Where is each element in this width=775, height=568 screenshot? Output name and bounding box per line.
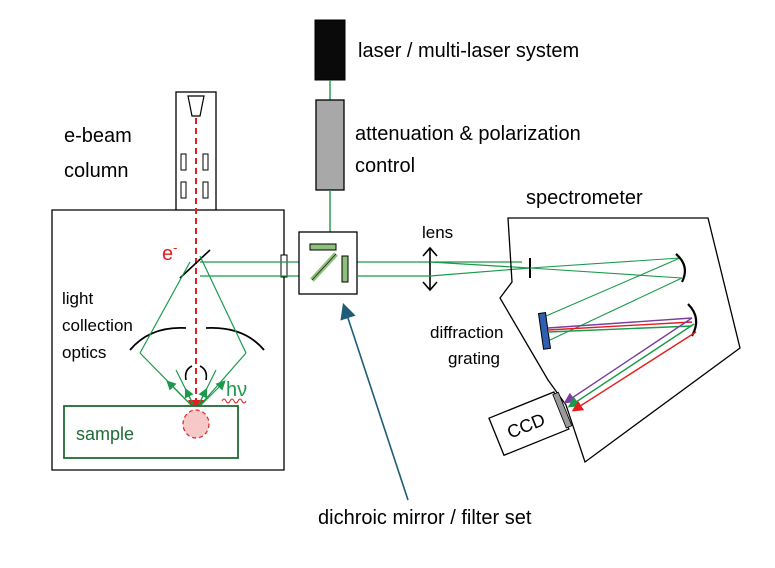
column-aperture-2 bbox=[202, 153, 209, 171]
mirror-hole-left bbox=[184, 365, 193, 381]
parabolic-mirror-left bbox=[129, 326, 187, 351]
lens-arrow-top bbox=[422, 246, 438, 257]
laser-label: laser / multi-laser system bbox=[358, 40, 579, 62]
ebeam-label-line1: e-beam bbox=[64, 125, 132, 147]
collimating-mirror bbox=[675, 253, 687, 283]
filter-horizontal bbox=[309, 243, 337, 251]
dichroic-mirror-edge bbox=[311, 253, 337, 281]
ccd-camera: CCD bbox=[488, 391, 573, 457]
diffraction-label-1: diffraction bbox=[430, 323, 503, 342]
red-ray-to-ccd bbox=[571, 331, 697, 412]
filter-vertical bbox=[341, 255, 349, 283]
lens-label: lens bbox=[422, 223, 453, 242]
interaction-volume bbox=[182, 409, 210, 439]
light-collection-label-3: optics bbox=[62, 343, 106, 362]
column-aperture-1 bbox=[180, 153, 187, 171]
purple-ray-to-ccd bbox=[563, 317, 693, 404]
column-aperture-3 bbox=[180, 181, 187, 199]
dichroic-pointer-arrow bbox=[340, 302, 409, 501]
diffraction-grating bbox=[537, 312, 552, 350]
laser-box bbox=[314, 19, 346, 81]
column-aperture-4 bbox=[202, 181, 209, 199]
dichroic-label: dichroic mirror / filter set bbox=[318, 507, 532, 529]
diffraction-label-2: grating bbox=[448, 349, 500, 368]
parabolic-mirror-right bbox=[205, 326, 265, 351]
attenuator-box bbox=[315, 99, 345, 191]
green-ray-to-ccd bbox=[567, 323, 695, 408]
light-collection-label-2: collection bbox=[62, 316, 133, 335]
spectrometer-label: spectrometer bbox=[526, 187, 643, 209]
dispersed-rays bbox=[547, 317, 693, 333]
photon-squiggle bbox=[221, 398, 247, 404]
spectrometer-housing bbox=[499, 217, 741, 464]
spectrometer-internal-rays bbox=[529, 257, 683, 341]
ebeam-label-line2: column bbox=[64, 160, 128, 182]
chamber-window bbox=[280, 254, 288, 278]
electron-label: e- bbox=[162, 240, 177, 265]
attenuation-label-line2: control bbox=[355, 155, 415, 177]
sample-label: sample bbox=[76, 424, 134, 444]
sample-chamber bbox=[51, 209, 285, 471]
attenuation-label-line1: attenuation & polarization bbox=[355, 123, 581, 145]
light-collection-label-1: light bbox=[62, 289, 93, 308]
mirror-hole-right bbox=[199, 365, 208, 381]
chamber-fold-mirror bbox=[179, 249, 211, 279]
sample-stage bbox=[63, 405, 239, 459]
relay-beams bbox=[357, 261, 531, 277]
electron-gun-tip bbox=[187, 95, 205, 117]
photon-label: hν bbox=[226, 379, 247, 401]
lens-arrow-bottom bbox=[422, 281, 438, 292]
